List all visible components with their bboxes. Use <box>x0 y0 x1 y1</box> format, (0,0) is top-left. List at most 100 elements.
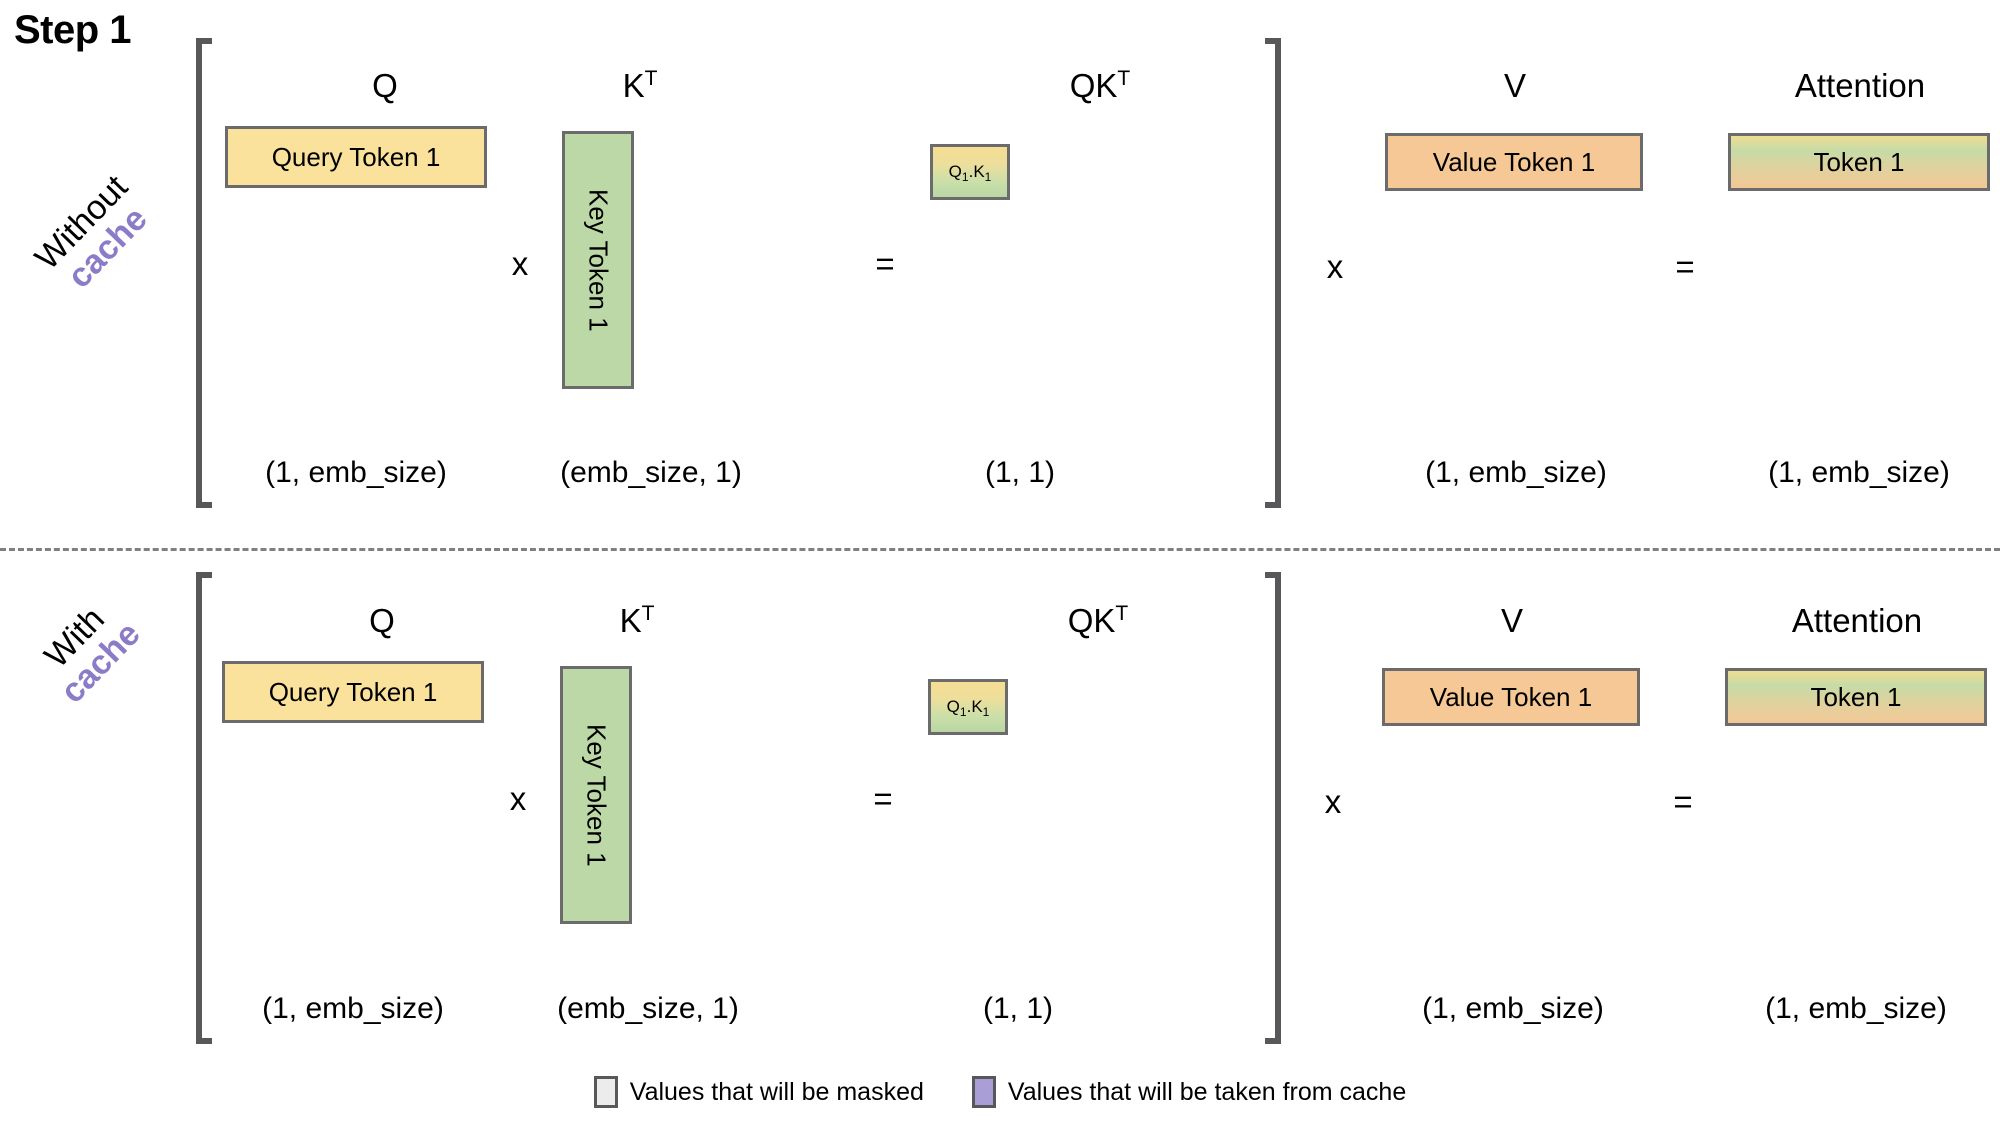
caption-v-row1: V <box>1385 67 1645 105</box>
operator-times-2-text: x <box>1326 248 1344 285</box>
operator-times-2-row1: x <box>1305 248 1365 286</box>
legend-item-cache: Values that will be taken from cache <box>971 1076 1407 1108</box>
matrix-box-key-label: Key Token 1 <box>583 188 614 332</box>
shape-attention-row2: (1, emb_size) <box>1725 992 1987 1026</box>
matrix-box-query-label: Query Token 1 <box>271 141 441 172</box>
matrix-box-value-row1[interactable]: Value Token 1 <box>1385 133 1643 191</box>
operator-equals-2-row1: = <box>1655 248 1715 286</box>
operator-equals-1-row2: = <box>853 780 913 818</box>
matrix-box-key-row2[interactable]: Key Token 1 <box>560 666 632 924</box>
matrix-box-value-row2[interactable]: Value Token 1 <box>1382 668 1640 726</box>
caption-q-text: Q <box>372 67 398 104</box>
matrix-box-qk-row2[interactable]: Q1.K1 <box>928 679 1008 735</box>
caption-kt-sup: T <box>641 602 655 625</box>
left-bracket-row2 <box>196 572 212 1044</box>
operator-equals-1-row1: = <box>855 245 915 283</box>
shape-q-row1: (1, emb_size) <box>225 456 487 490</box>
row-label-with-cache: With cache <box>0 518 218 783</box>
caption-kt-row2: KT <box>562 602 712 640</box>
matrix-box-value-label: Value Token 1 <box>1432 146 1596 177</box>
matrix-box-query-label: Query Token 1 <box>268 676 438 707</box>
caption-qkt-sup: T <box>1115 602 1129 625</box>
shape-kt-row2: (emb_size, 1) <box>517 992 779 1026</box>
operator-times-1-text: x <box>511 245 529 282</box>
shape-qkt-text: (1, 1) <box>984 456 1056 489</box>
matrix-box-attention-row1[interactable]: Token 1 <box>1728 133 1990 191</box>
caption-q-row2: Q <box>252 602 512 640</box>
shape-attention-text: (1, emb_size) <box>1765 992 1947 1025</box>
operator-times-2-text: x <box>1324 783 1342 820</box>
shape-kt-row1: (emb_size, 1) <box>520 456 782 490</box>
qk-sub-b: 1 <box>982 705 990 719</box>
shape-v-text: (1, emb_size) <box>1425 456 1607 489</box>
row-label-line1: Without <box>27 168 136 278</box>
row-label-line2: cache <box>60 199 155 296</box>
caption-qkt-row2: QKT <box>1013 602 1183 640</box>
matrix-box-key-label: Key Token 1 <box>581 723 612 867</box>
shape-v-row2: (1, emb_size) <box>1382 992 1644 1026</box>
shape-attention-text: (1, emb_size) <box>1768 456 1950 489</box>
caption-v-text: V <box>1500 602 1523 639</box>
operator-times-1-text: x <box>509 780 527 817</box>
caption-v-text: V <box>1503 67 1526 104</box>
caption-kt-row1: KT <box>565 67 715 105</box>
legend-label-masked: Values that will be masked <box>629 1077 924 1106</box>
operator-equals-2-text: = <box>1675 248 1695 285</box>
qk-sub-b: 1 <box>984 170 992 184</box>
row-label-line2: cache <box>53 614 148 711</box>
caption-kt-sup: T <box>644 67 658 90</box>
operator-times-1-row2: x <box>488 780 548 818</box>
qk-sub-a: 1 <box>961 170 969 184</box>
legend-label-cache: Values that will be taken from cache <box>1007 1077 1407 1106</box>
caption-qkt-base: QK <box>1069 67 1118 104</box>
matrix-box-attention-label: Token 1 <box>1813 146 1905 177</box>
left-bracket-row1 <box>196 38 212 508</box>
shape-q-row2: (1, emb_size) <box>222 992 484 1026</box>
matrix-box-qk-row1[interactable]: Q1.K1 <box>930 144 1010 200</box>
legend-swatch-masked-icon <box>593 1076 618 1108</box>
operator-equals-1-text: = <box>875 245 895 282</box>
qk-dot: . <box>968 162 974 181</box>
caption-kt-base: K <box>619 602 642 639</box>
caption-v-row2: V <box>1382 602 1642 640</box>
shape-q-text: (1, emb_size) <box>262 992 444 1025</box>
shape-kt-text: (emb_size, 1) <box>557 992 739 1025</box>
caption-attention-row1: Attention <box>1730 67 1990 105</box>
operator-times-2-row2: x <box>1303 783 1363 821</box>
qk-base-a: Q <box>946 697 960 716</box>
shape-kt-text: (emb_size, 1) <box>560 456 742 489</box>
legend: Values that will be masked Values that w… <box>0 1076 2000 1108</box>
legend-item-masked: Values that will be masked <box>593 1076 924 1108</box>
shape-v-row1: (1, emb_size) <box>1385 456 1647 490</box>
caption-attention-text: Attention <box>1791 602 1923 639</box>
qk-base-b: K <box>973 162 985 181</box>
matrix-box-query-row2[interactable]: Query Token 1 <box>222 661 484 723</box>
shape-qkt-row1: (1, 1) <box>940 456 1100 490</box>
caption-q-row1: Q <box>255 67 515 105</box>
matrix-box-qk-label: Q1.K1 <box>948 162 992 184</box>
matrix-box-value-label: Value Token 1 <box>1429 681 1593 712</box>
caption-qkt-base: QK <box>1067 602 1116 639</box>
right-bracket-row2 <box>1265 572 1281 1044</box>
page-title: Step 1 <box>14 8 132 52</box>
row-label-line1: With <box>37 600 112 676</box>
qk-base-a: Q <box>948 162 962 181</box>
qk-sub-a: 1 <box>959 705 967 719</box>
shape-qkt-row2: (1, 1) <box>938 992 1098 1026</box>
matrix-box-attention-label: Token 1 <box>1810 681 1902 712</box>
operator-equals-2-text: = <box>1673 783 1693 820</box>
qk-dot: . <box>966 697 972 716</box>
row-divider <box>0 548 2000 551</box>
operator-equals-2-row2: = <box>1653 783 1713 821</box>
shape-q-text: (1, emb_size) <box>265 456 447 489</box>
shape-v-text: (1, emb_size) <box>1422 992 1604 1025</box>
caption-qkt-sup: T <box>1117 67 1131 90</box>
caption-attention-row2: Attention <box>1727 602 1987 640</box>
matrix-box-key-row1[interactable]: Key Token 1 <box>562 131 634 389</box>
qk-base-b: K <box>971 697 983 716</box>
matrix-box-query-row1[interactable]: Query Token 1 <box>225 126 487 188</box>
matrix-box-attention-row2[interactable]: Token 1 <box>1725 668 1987 726</box>
operator-equals-1-text: = <box>873 780 893 817</box>
caption-qkt-row1: QKT <box>1015 67 1185 105</box>
operator-times-1-row1: x <box>490 245 550 283</box>
